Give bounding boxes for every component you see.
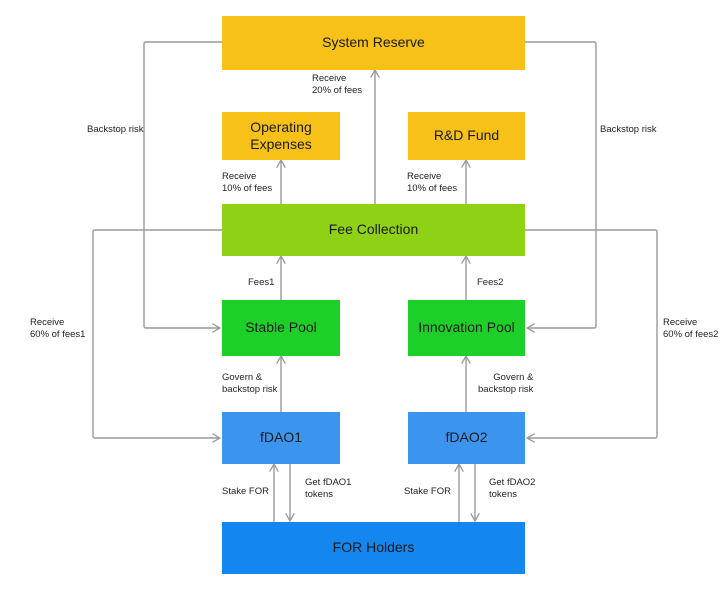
innovation-pool-box: Innovation Pool — [408, 300, 525, 356]
operating-expenses-label: Operating Expenses — [250, 118, 312, 153]
backstop-right-label: Backstop risk — [600, 124, 657, 135]
fdao2-label: fDAO2 — [445, 429, 488, 446]
arrow-fee-to-fdao2 — [525, 229, 658, 438]
arrow-reserve-to-stable — [143, 41, 222, 328]
receive-10-left-label: Receive 10% of fees — [222, 171, 273, 195]
arrow-reserve-to-innovation — [525, 41, 597, 328]
fdao1-label: fDAO1 — [259, 429, 302, 446]
receive-60-fees2-label: Receive 60% of fees2 — [663, 317, 719, 341]
fees1-label: Fees1 — [248, 277, 275, 288]
fees2-label: Fees2 — [477, 277, 504, 288]
system-reserve-box: System Reserve — [222, 16, 525, 70]
fdao1-box: fDAO1 — [222, 412, 340, 464]
innovation-pool-label: Innovation Pool — [418, 319, 515, 336]
receive-60-fees1-label: Receive 60% of fees1 — [30, 317, 86, 341]
receive-20-label: Receive 20% of fees — [312, 73, 363, 97]
operating-expenses-box: Operating Expenses — [222, 112, 340, 160]
for-holders-box: FOR Holders — [222, 522, 525, 574]
arrow-fee-to-fdao1 — [92, 229, 222, 438]
stable-pool-label: Stable Pool — [245, 319, 317, 336]
govern-right-label: Govern & backstop risk — [478, 372, 534, 396]
fee-collection-label: Fee Collection — [328, 221, 419, 238]
receive-10-right-label: Receive 10% of fees — [407, 171, 458, 195]
backstop-left-label: Backstop risk — [87, 124, 144, 135]
fdao2-box: fDAO2 — [408, 412, 525, 464]
get-fdao2-label: Get fDAO2 tokens — [489, 477, 536, 501]
rd-fund-label: R&D Fund — [433, 127, 500, 144]
fee-collection-box: Fee Collection — [222, 204, 525, 256]
stable-pool-box: Stable Pool — [222, 300, 340, 356]
system-reserve-label: System Reserve — [322, 34, 425, 51]
for-holders-label: FOR Holders — [332, 539, 415, 556]
govern-left-label: Govern & backstop risk — [222, 372, 278, 396]
stake-right-label: Stake FOR — [404, 486, 451, 497]
get-fdao1-label: Get fDAO1 tokens — [305, 477, 352, 501]
stake-left-label: Stake FOR — [222, 486, 269, 497]
rd-fund-box: R&D Fund — [408, 112, 525, 160]
